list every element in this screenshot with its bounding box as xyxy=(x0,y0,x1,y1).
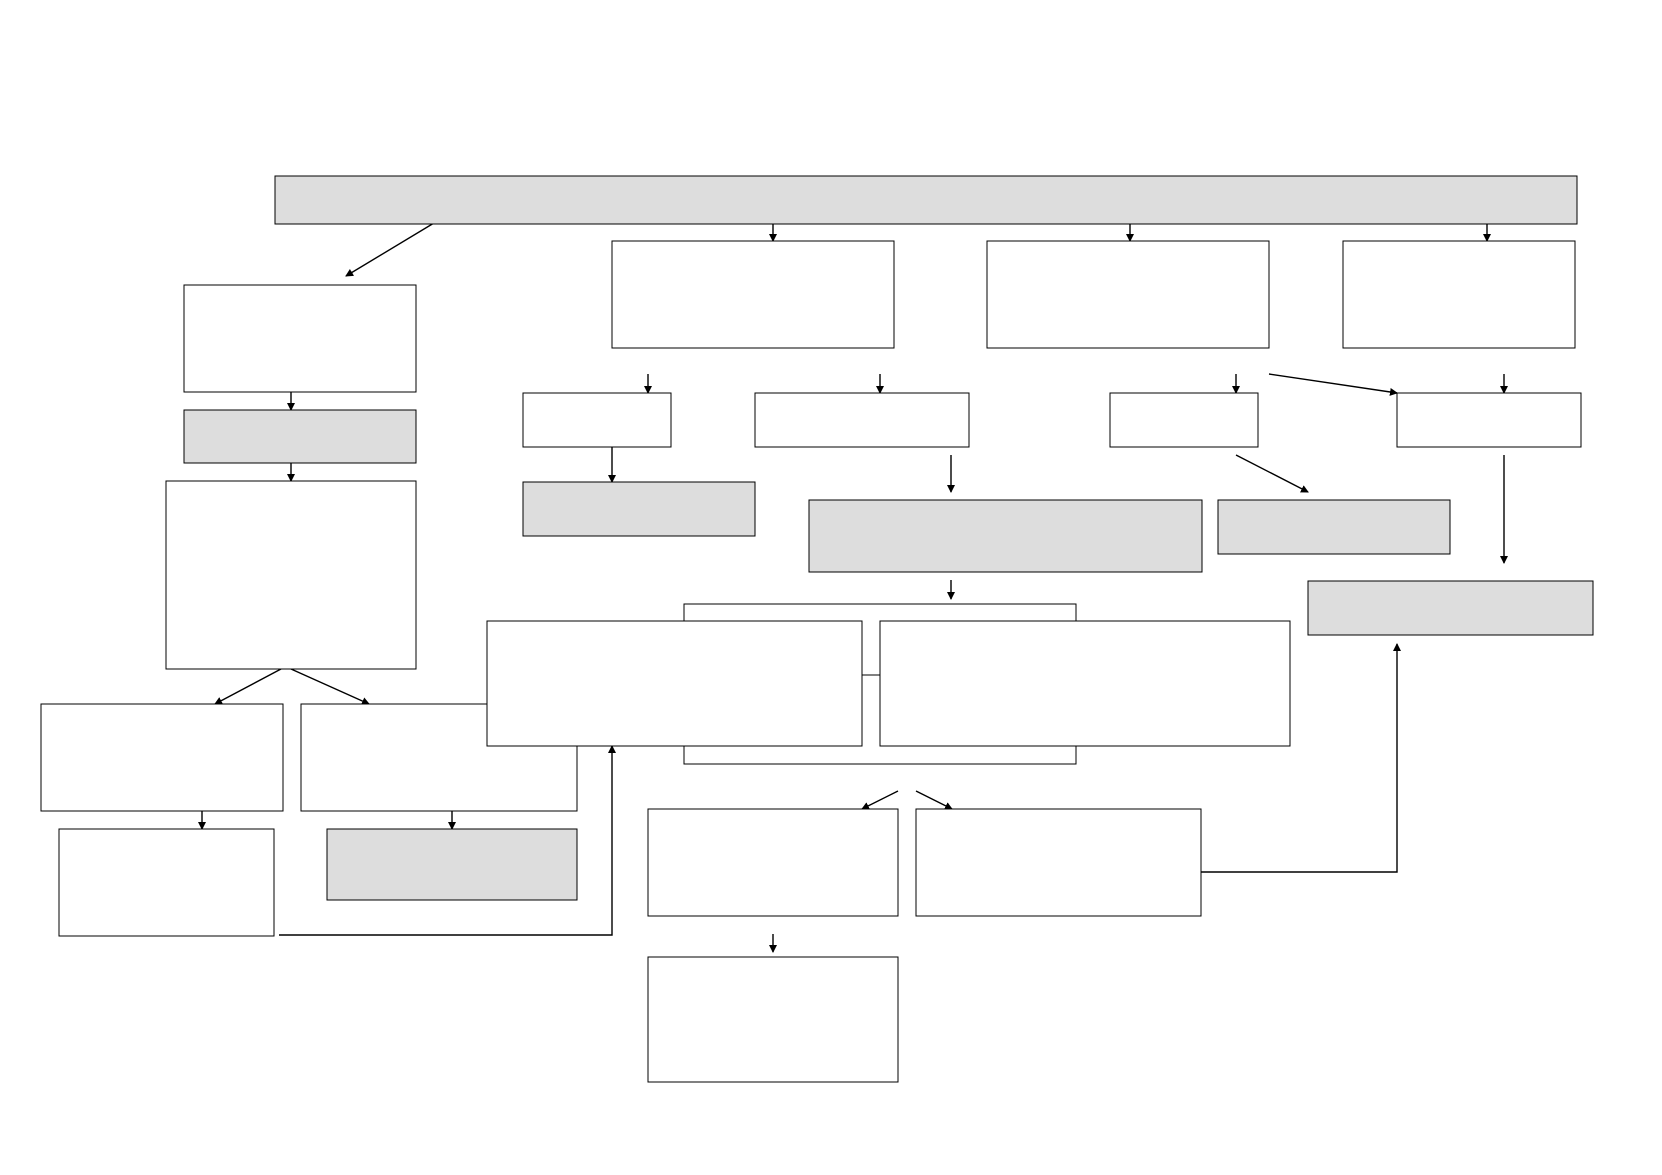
connector-back-frame-to-lower-b xyxy=(915,790,953,810)
node-left-tall xyxy=(165,480,417,670)
node-header-bar xyxy=(274,175,1578,225)
node-shaded-a xyxy=(522,481,756,537)
connector-left-bottom-a-child-to-mid-left-wide xyxy=(279,745,616,936)
node-left-bottom-a xyxy=(40,703,284,812)
connector-top-col-3-to-small-d xyxy=(1268,373,1398,396)
node-small-d xyxy=(1396,392,1582,448)
node-left-top xyxy=(183,284,417,393)
node-top-col-3 xyxy=(986,240,1270,349)
node-left-shaded xyxy=(183,409,417,464)
connector-header-bar-to-left-top xyxy=(345,222,435,277)
node-left-bottom-b-child xyxy=(326,828,578,901)
connector-small-c-to-shaded-c xyxy=(1235,454,1309,493)
connector-left-tall-to-left-bottom-b xyxy=(290,668,370,705)
node-lower-a xyxy=(647,808,899,917)
connectors xyxy=(198,222,1508,953)
node-left-bottom-a-child xyxy=(58,828,275,937)
node-small-a xyxy=(522,392,672,448)
node-shaded-c xyxy=(1217,499,1451,555)
node-lower-b xyxy=(915,808,1202,917)
node-top-col-2 xyxy=(611,240,895,349)
connector-left-tall-to-left-bottom-a xyxy=(214,668,282,705)
connector-back-frame-to-lower-a xyxy=(861,790,899,810)
connector-lower-b-to-shaded-right xyxy=(1201,643,1401,873)
node-mid-left-wide xyxy=(486,620,863,747)
node-small-c xyxy=(1109,392,1259,448)
node-small-b xyxy=(754,392,970,448)
node-mid-right-wide xyxy=(879,620,1291,747)
nodes xyxy=(40,175,1594,1083)
node-shaded-right xyxy=(1307,580,1594,636)
node-top-col-4 xyxy=(1342,240,1576,349)
node-shaded-center xyxy=(808,499,1203,573)
node-lower-a-child xyxy=(647,956,899,1083)
